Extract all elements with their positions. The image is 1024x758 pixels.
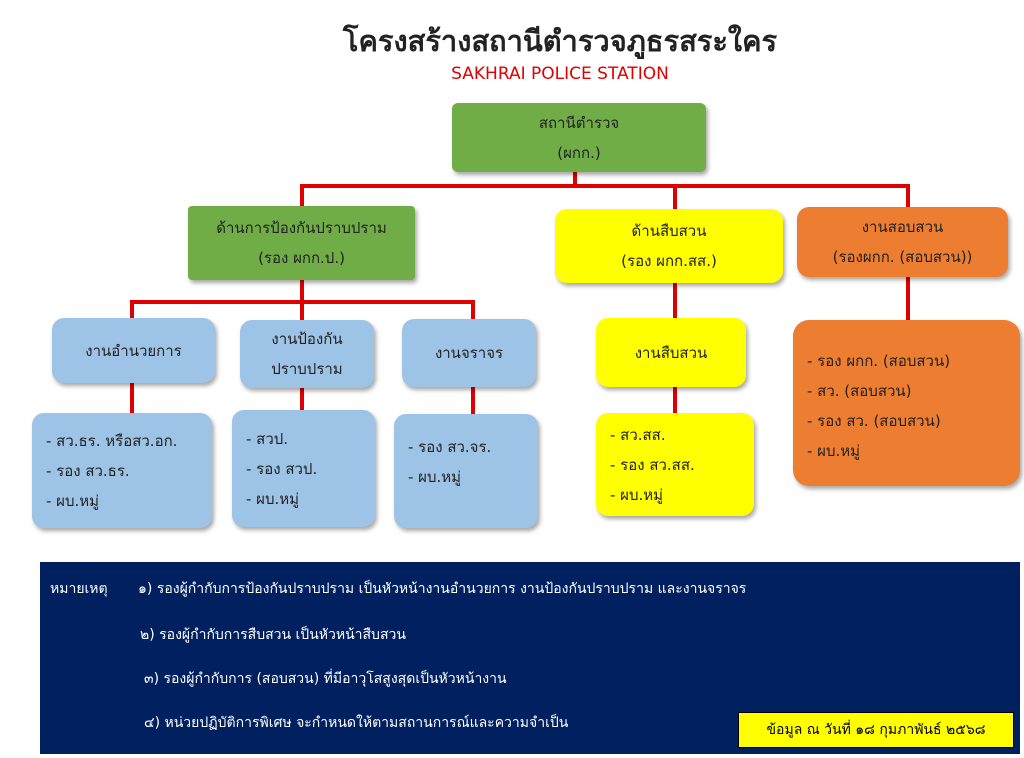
connector [300, 280, 304, 302]
prevention-box: ด้านการป้องกันปราบปราม (รอง ผกก.ป.) [188, 206, 415, 280]
station-box: สถานีตำรวจ (ผกก.) [452, 103, 706, 172]
staff-item: - สว.สส. [610, 425, 666, 444]
staff-item: - ผบ.หมู่ [246, 489, 300, 508]
patrol-unit-label-2: ปราบปราม [271, 360, 343, 378]
connector [573, 172, 577, 188]
connector [673, 184, 677, 210]
staff-item: - ผบ.หมู่ [610, 485, 664, 504]
connector [471, 387, 475, 415]
chart-title: โครงสร้างสถานีตำรวจภูธรสระใคร [342, 24, 778, 58]
connector [673, 387, 677, 415]
prevention-label: ด้านการป้องกันปราบปราม [216, 219, 387, 237]
connector [130, 300, 134, 320]
staff-item: - รอง สว.ธร. [46, 461, 130, 480]
staff-item: - สว. (สอบสวน) [807, 382, 912, 400]
note-item: ๔) หน่วยปฏิบัติการพิเศษ จะกำหนดให้ตามสถา… [144, 715, 569, 731]
staff-item: - สวป. [246, 429, 289, 448]
prevention-role: (รอง ผกก.ป.) [258, 249, 345, 267]
inquiry-box: งานสอบสวน (รองผกก. (สอบสวน)) [797, 207, 1008, 277]
inquiry-staff-box: - รอง ผกก. (สอบสวน) - สว. (สอบสวน) - รอง… [793, 320, 1020, 486]
connector [906, 184, 910, 208]
connector [300, 184, 910, 188]
investigation-unit-box: งานสืบสวน [596, 318, 746, 387]
traffic-unit-label: งานจราจร [434, 344, 504, 362]
note-item: ๑) รองผู้กำกับการป้องกันปราบปราม เป็นหัว… [138, 581, 747, 597]
traffic-unit-box: งานจราจร [402, 319, 536, 387]
connector [300, 300, 304, 322]
admin-unit-label: งานอำนวยการ [85, 341, 182, 360]
connector [906, 277, 910, 321]
investigation-role: (รอง ผกก.สส.) [621, 252, 717, 270]
investigation-staff-box: - สว.สส. - รอง สว.สส. - ผบ.หมู่ [596, 413, 754, 516]
admin-staff-box: - สว.ธร. หรือสว.อก. - รอง สว.ธร. - ผบ.หม… [32, 413, 212, 528]
traffic-staff-box: - รอง สว.จร. - ผบ.หมู่ [394, 414, 538, 528]
patrol-unit-label: งานป้องกัน [271, 330, 343, 348]
investigation-label: ด้านสืบสวน [631, 222, 707, 240]
staff-item: - รอง สว.สส. [610, 455, 695, 474]
connector [300, 388, 304, 412]
data-date-badge: ข้อมูล ณ วันที่ ๑๘ กุมภาพันธ์ ๒๕๖๘ [738, 712, 1014, 748]
note-item: ๓) รองผู้กำกับการ (สอบสวน) ที่มีอาวุโสสู… [144, 671, 507, 687]
staff-item: - ผบ.หมู่ [408, 468, 462, 486]
connector [673, 283, 677, 319]
investigation-box: ด้านสืบสวน (รอง ผกก.สส.) [555, 209, 783, 283]
connector [300, 184, 304, 208]
station-label: สถานีตำรวจ [538, 113, 620, 132]
inquiry-role: (รองผกก. (สอบสวน)) [832, 248, 973, 266]
connector [130, 383, 134, 415]
patrol-staff-box: - สวป. - รอง สวป. - ผบ.หมู่ [232, 410, 375, 527]
staff-item: - สว.ธร. หรือสว.อก. [46, 431, 178, 450]
staff-item: - รอง สว. (สอบสวน) [807, 412, 941, 430]
staff-item: - รอง สวป. [246, 459, 318, 478]
staff-item: - ผบ.หมู่ [46, 491, 100, 510]
patrol-unit-box: งานป้องกัน ปราบปราม [240, 320, 374, 388]
staff-item: - ผบ.หมู่ [807, 442, 861, 460]
station-role: (ผกก.) [557, 143, 601, 162]
chart-subtitle: SAKHRAI POLICE STATION [451, 64, 669, 84]
staff-item: - รอง ผกก. (สอบสวน) [807, 352, 951, 370]
connector [471, 300, 475, 320]
note-item: ๒) รองผู้กำกับการสืบสวน เป็นหัวหน้าสืบสว… [140, 627, 406, 643]
notes-label: หมายเหตุ [50, 581, 108, 597]
investigation-unit-label: งานสืบสวน [634, 343, 708, 362]
inquiry-label: งานสอบสวน [861, 218, 944, 236]
staff-item: - รอง สว.จร. [408, 438, 492, 456]
admin-unit-box: งานอำนวยการ [52, 318, 215, 383]
